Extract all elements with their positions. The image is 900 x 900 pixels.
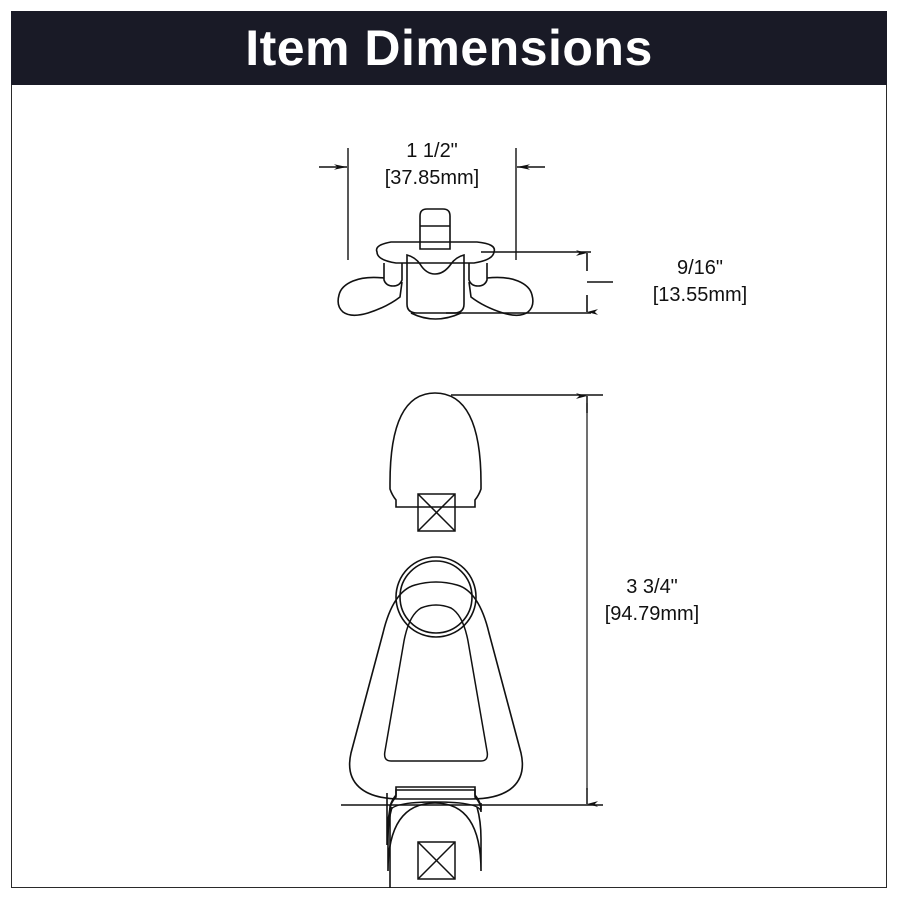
lower-mount-plate-shape [386, 786, 482, 888]
width-dimension-imperial: 1 1/2" [406, 140, 458, 162]
depth-dimension-imperial: 9/16" [677, 257, 723, 279]
length-dimension-metric: [94.79mm] [605, 603, 699, 625]
width-extension-lines [347, 148, 517, 260]
header-bar: Item Dimensions [11, 11, 887, 85]
side-wing-left-shape [337, 263, 403, 317]
dimension-drawing-svg: 1 1/2" [37.85mm] [319, 140, 747, 888]
pivot-circle-shape [395, 556, 477, 638]
side-wing-right-shape [468, 263, 534, 317]
width-dimension-metric: [37.85mm] [385, 167, 479, 189]
front-view-group: 3 3/4" [94.79mm] [341, 392, 699, 888]
length-dimension-imperial: 3 3/4" [626, 576, 678, 598]
depth-dimension-arrows [576, 250, 613, 315]
drawing-frame-border [11, 11, 887, 888]
center-body-shape [406, 253, 465, 320]
depth-dimension-metric: [13.55mm] [653, 284, 747, 306]
ring-bail-inner-cutout [383, 604, 489, 762]
upper-screw-hole-marker [417, 493, 456, 532]
top-view-group: 1 1/2" [37.85mm] [319, 140, 747, 320]
ring-bail-outer-shape [348, 581, 524, 800]
upper-mount-plate-shape [389, 392, 482, 508]
lower-screw-hole-marker [417, 841, 456, 880]
technical-drawing-canvas: 1 1/2" [37.85mm] [11, 85, 887, 888]
mount-post-shape [419, 208, 451, 250]
base-plate-shape [375, 241, 496, 264]
depth-extension-lines [446, 251, 591, 314]
page-title: Item Dimensions [245, 20, 653, 76]
